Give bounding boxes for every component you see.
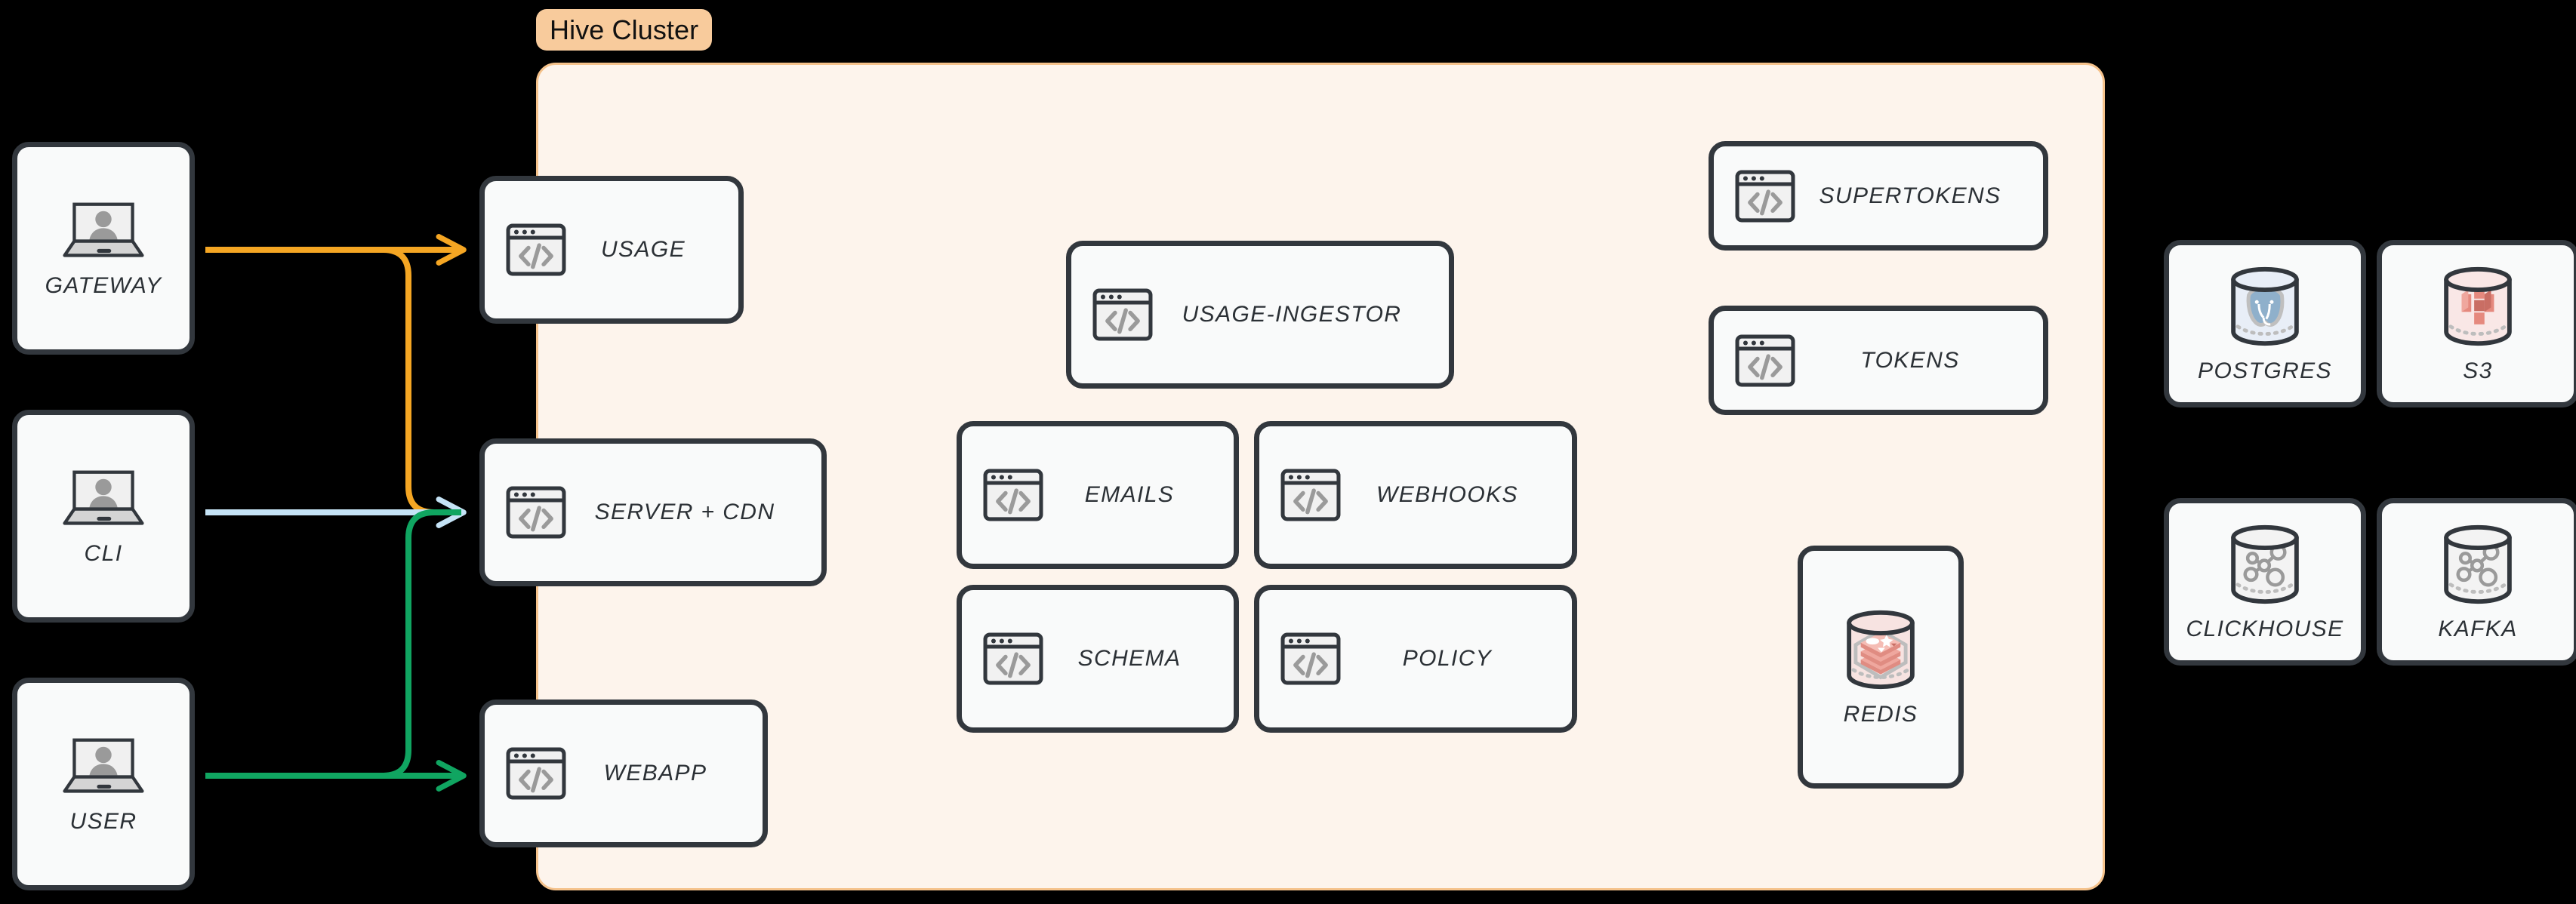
- laptop-user-icon: [58, 198, 149, 263]
- auth-service-node-tokens-label: TOKENS: [1860, 347, 1960, 373]
- code-window-icon: [504, 481, 568, 544]
- core-service-node-emails[interactable]: EMAILS: [957, 421, 1239, 569]
- edge-service-node-webapp-label: WEBAPP: [603, 761, 707, 786]
- client-node-cli-label: CLI: [84, 541, 123, 566]
- edge-service-node-server-cdn[interactable]: SERVER + CDN: [479, 438, 827, 586]
- database-s3-icon-svg: [2444, 266, 2512, 346]
- database-kafka-icon: [2437, 521, 2519, 606]
- edge-service-node-webapp[interactable]: WEBAPP: [479, 700, 768, 847]
- database-clickhouse-icon: [2224, 521, 2306, 606]
- external-store-node-s3-label: S3: [2463, 358, 2493, 383]
- code-window-icon: [981, 627, 1045, 690]
- laptop-user-icon-svg: [63, 202, 144, 257]
- database-s3-icon: [2437, 263, 2519, 348]
- core-service-node-usage-ingestor-label: USAGE-INGESTOR: [1182, 302, 1402, 327]
- edge-service-node-usage-label: USAGE: [600, 237, 686, 262]
- core-service-node-webhooks-label: WEBHOOKS: [1376, 482, 1518, 507]
- code-window-icon-svg: [1280, 632, 1341, 685]
- laptop-user-icon-svg: [63, 738, 144, 793]
- core-service-node-policy-label: POLICY: [1402, 646, 1493, 671]
- core-service-node-policy[interactable]: POLICY: [1254, 585, 1577, 733]
- wire-user-to-server-cdn: [205, 509, 461, 779]
- code-window-icon-svg: [983, 632, 1043, 685]
- external-store-node-s3[interactable]: S3: [2377, 240, 2576, 407]
- cluster-label: Hive Cluster: [536, 9, 713, 51]
- client-node-gateway-label: GATEWAY: [45, 273, 162, 298]
- cluster-store-node-redis[interactable]: REDIS: [1798, 546, 1964, 789]
- cluster-label-text: Hive Cluster: [550, 14, 699, 45]
- client-node-user-label: USER: [69, 809, 137, 834]
- laptop-user-icon-svg: [63, 470, 144, 525]
- code-window-icon: [1733, 329, 1797, 392]
- external-store-node-kafka[interactable]: KAFKA: [2377, 498, 2576, 666]
- database-kafka-icon-svg: [2444, 524, 2512, 604]
- laptop-user-icon: [58, 466, 149, 530]
- edge-service-node-server-cdn-label: SERVER + CDN: [594, 500, 775, 524]
- core-service-node-schema-label: SCHEMA: [1077, 646, 1182, 671]
- wire-gateway-to-server-cdn: [205, 247, 461, 515]
- code-window-icon-svg: [983, 469, 1043, 521]
- core-service-node-usage-ingestor[interactable]: USAGE-INGESTOR: [1066, 241, 1454, 389]
- external-store-node-postgres[interactable]: POSTGRES: [2164, 240, 2366, 407]
- core-service-node-webhooks[interactable]: WEBHOOKS: [1254, 421, 1577, 569]
- auth-service-node-supertokens-label: SUPERTOKENS: [1819, 183, 2001, 208]
- client-node-user[interactable]: USER: [12, 678, 195, 890]
- core-service-node-emails-label: EMAILS: [1084, 482, 1175, 507]
- code-window-icon: [504, 218, 568, 281]
- database-postgres-icon: [2224, 263, 2306, 348]
- database-redis-icon-svg: [1847, 610, 1915, 690]
- code-window-icon: [1279, 627, 1342, 690]
- code-window-icon-svg: [506, 747, 566, 800]
- client-node-gateway[interactable]: GATEWAY: [12, 142, 195, 355]
- code-window-icon-svg: [1735, 170, 1795, 222]
- code-window-icon: [1279, 463, 1342, 527]
- code-window-icon-svg: [506, 223, 566, 276]
- database-postgres-icon-svg: [2231, 266, 2299, 346]
- client-node-cli[interactable]: CLI: [12, 410, 195, 623]
- code-window-icon-svg: [1280, 469, 1341, 521]
- database-clickhouse-icon-svg: [2231, 524, 2299, 604]
- external-store-node-kafka-label: KAFKA: [2438, 617, 2518, 641]
- auth-service-node-tokens[interactable]: TOKENS: [1709, 306, 2048, 415]
- cluster-store-node-redis-label: REDIS: [1843, 702, 1918, 727]
- laptop-user-icon: [58, 733, 149, 798]
- code-window-icon: [981, 463, 1045, 527]
- code-window-icon-svg: [1735, 334, 1795, 386]
- external-store-node-clickhouse-label: CLICKHOUSE: [2186, 617, 2344, 641]
- code-window-icon: [1733, 165, 1797, 228]
- code-window-icon-svg: [506, 486, 566, 539]
- external-store-node-clickhouse[interactable]: CLICKHOUSE: [2164, 498, 2366, 666]
- core-service-node-schema[interactable]: SCHEMA: [957, 585, 1239, 733]
- code-window-icon-svg: [1092, 288, 1153, 341]
- code-window-icon: [1091, 283, 1154, 346]
- code-window-icon: [504, 742, 568, 805]
- edge-service-node-usage[interactable]: USAGE: [479, 176, 744, 324]
- database-redis-icon: [1840, 607, 1921, 691]
- auth-service-node-supertokens[interactable]: SUPERTOKENS: [1709, 141, 2048, 251]
- external-store-node-postgres-label: POSTGRES: [2198, 358, 2332, 383]
